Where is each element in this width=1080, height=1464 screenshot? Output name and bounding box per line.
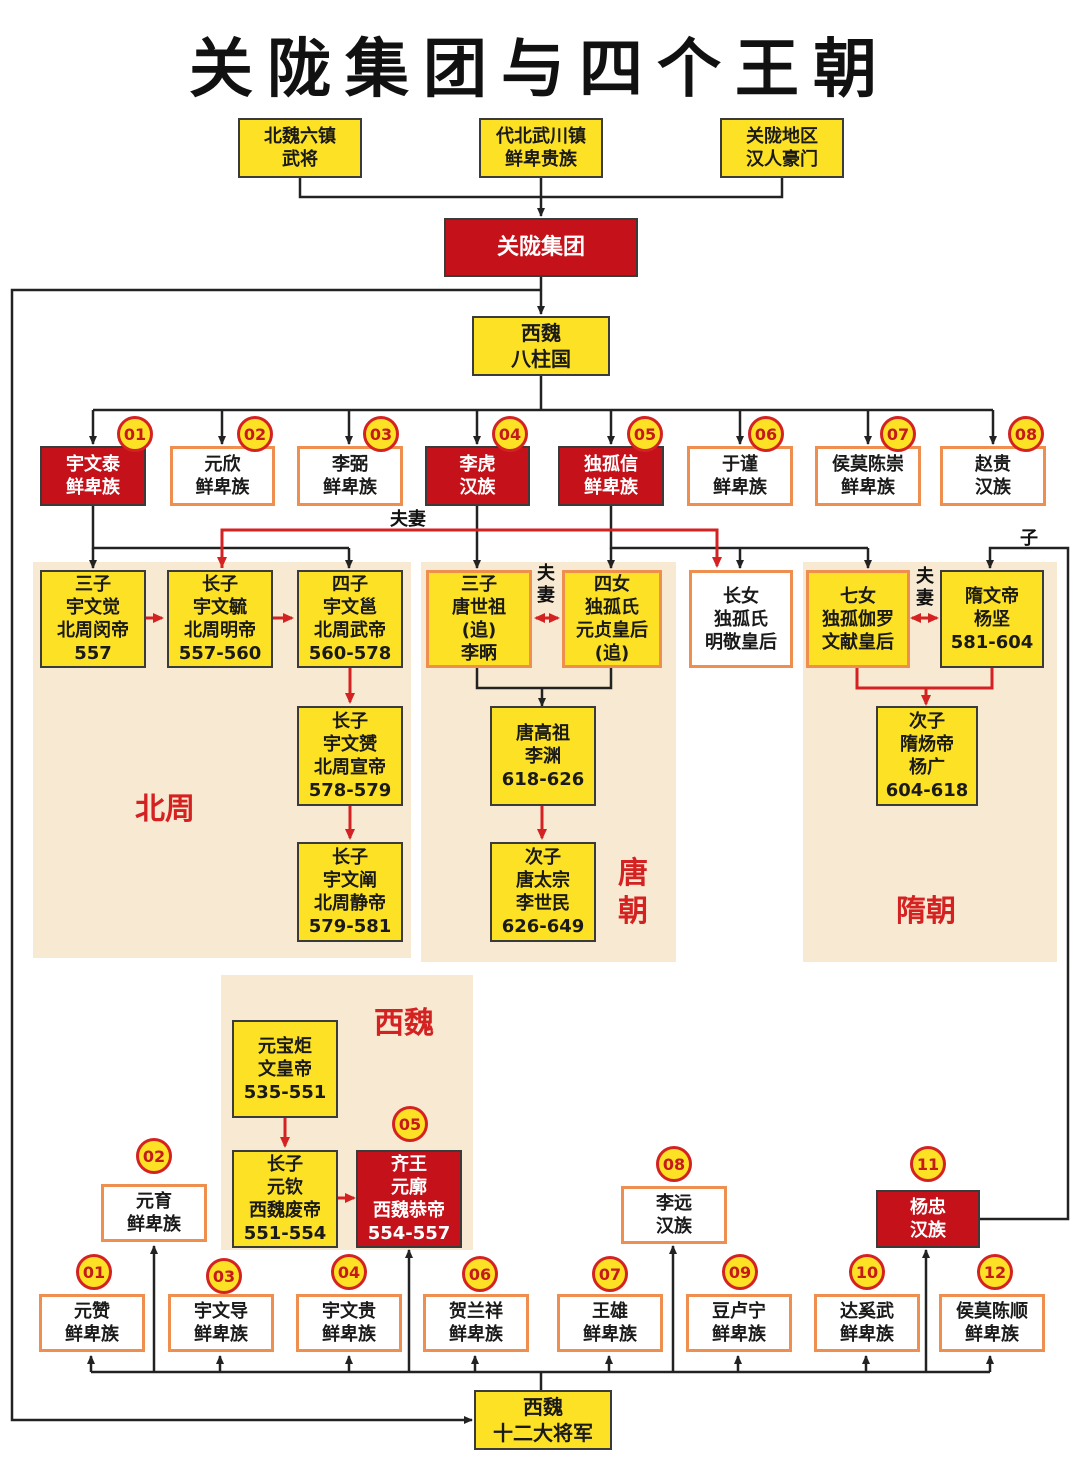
general-yuwengui: 宇文贵鲜卑族: [296, 1294, 402, 1352]
xiwei-badge-05: 05: [392, 1106, 428, 1142]
pillar-libi: 李弼鲜卑族: [297, 446, 403, 506]
general-liyuan: 李远汉族: [621, 1186, 727, 1244]
general-yangzhong: 杨忠汉族: [876, 1190, 980, 1248]
relation-fuqi: 夫妻: [390, 509, 426, 530]
twelve-generals-box: 西魏十二大将军: [474, 1390, 612, 1450]
general-yuanyu: 元育鲜卑族: [101, 1184, 207, 1242]
relation-tang-qi: 妻: [537, 585, 555, 606]
general-badge-12: 12: [977, 1254, 1013, 1290]
relation-sui-fu: 夫: [916, 566, 934, 587]
general-badge-09: 09: [722, 1254, 758, 1290]
pillar-badge-08: 08: [1008, 416, 1044, 452]
pillar-badge-06: 06: [748, 416, 784, 452]
general-badge-04: 04: [331, 1254, 367, 1290]
pillar-badge-07: 07: [880, 416, 916, 452]
pillar-zhaogui: 赵贵汉族: [940, 446, 1046, 506]
zone-label-tang-2: 朝: [618, 894, 648, 929]
general-doulunning: 豆卢宁鲜卑族: [686, 1294, 792, 1352]
diagram-title: 关陇集团与四个王朝: [189, 32, 891, 107]
relation-zi: 子: [1020, 528, 1038, 549]
zone-label-sui: 隋朝: [896, 894, 956, 929]
general-wangxiong: 王雄鲜卑族: [557, 1294, 663, 1352]
general-badge-02: 02: [136, 1138, 172, 1174]
pillar-badge-03: 03: [363, 416, 399, 452]
general-houmochenshun: 侯莫陈顺鲜卑族: [939, 1294, 1045, 1352]
zone-label-xiwei: 西魏: [374, 1006, 434, 1041]
pillar-lihu: 李虎汉族: [425, 446, 530, 506]
general-badge-01: 01: [76, 1254, 112, 1290]
relation-tang-fu: 夫: [537, 563, 555, 584]
tang-libing: 三子唐世祖(追)李昞: [426, 570, 532, 668]
pillar-yuanxin: 元欣鲜卑族: [170, 446, 275, 506]
pillar-yujin: 于谨鲜卑族: [687, 446, 793, 506]
pillar-duguxin: 独孤信鲜卑族: [558, 446, 664, 506]
eight-pillars-box: 西魏八柱国: [472, 316, 610, 376]
pillar-badge-02: 02: [237, 416, 273, 452]
pillar-yuwentai: 宇文泰鲜卑族: [40, 446, 146, 506]
zone-label-beizhou: 北周: [135, 792, 195, 827]
pillar-badge-04: 04: [492, 416, 528, 452]
source-guanlong: 关陇地区汉人豪门: [720, 118, 844, 178]
pillar-badge-01: 01: [117, 416, 153, 452]
general-badge-06: 06: [462, 1256, 498, 1292]
general-yuwendao: 宇文导鲜卑族: [168, 1294, 274, 1352]
pillar-houmochenchong: 侯莫陈崇鲜卑族: [815, 446, 921, 506]
general-daxiwu: 达奚武鲜卑族: [814, 1294, 920, 1352]
tang-dugushi-yuanzhen: 四女独孤氏元贞皇后(追): [562, 570, 662, 668]
general-badge-08: 08: [656, 1146, 692, 1182]
general-helanxiang: 贺兰祥鲜卑族: [423, 1294, 529, 1352]
general-badge-11: 11: [910, 1146, 946, 1182]
pillar-badge-05: 05: [627, 416, 663, 452]
relation-sui-qi: 妻: [916, 588, 934, 609]
general-badge-07: 07: [592, 1256, 628, 1292]
source-wuchuan: 代北武川镇鲜卑贵族: [479, 118, 603, 178]
eldest-daughter-dugu: 长女独孤氏明敬皇后: [689, 570, 793, 668]
general-badge-03: 03: [206, 1258, 242, 1294]
sui-dugujialuo: 七女独孤伽罗文献皇后: [806, 570, 910, 668]
general-badge-10: 10: [849, 1254, 885, 1290]
guanlong-group: 关陇集团: [444, 218, 638, 277]
general-yuanzan: 元赞鲜卑族: [39, 1294, 145, 1352]
source-liuzhen: 北魏六镇武将: [238, 118, 362, 178]
zone-label-tang-1: 唐: [618, 856, 648, 891]
